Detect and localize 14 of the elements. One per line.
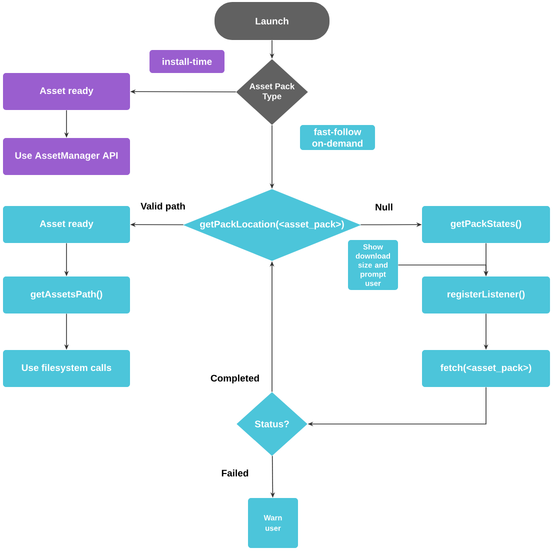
process-box: fetch(<asset_pack>): [422, 350, 550, 387]
label-tag: install-time: [150, 50, 224, 73]
process-box: registerListener(): [422, 276, 550, 314]
process-box: Asset ready: [3, 206, 130, 243]
process-box: Use AssetManager API: [3, 138, 130, 175]
process-box: getAssetsPath(): [3, 276, 130, 314]
edge-label: Completed: [209, 374, 261, 384]
edge-label: Null: [374, 202, 394, 212]
process-box: Use filesystem calls: [3, 350, 130, 387]
process-box: Asset ready: [3, 73, 130, 110]
label-tag: fast-follow on-demand: [300, 125, 375, 150]
terminal-box: Launch: [214, 2, 330, 40]
process-box: getPackStates(): [422, 206, 550, 243]
edge-label: Failed: [220, 468, 250, 478]
